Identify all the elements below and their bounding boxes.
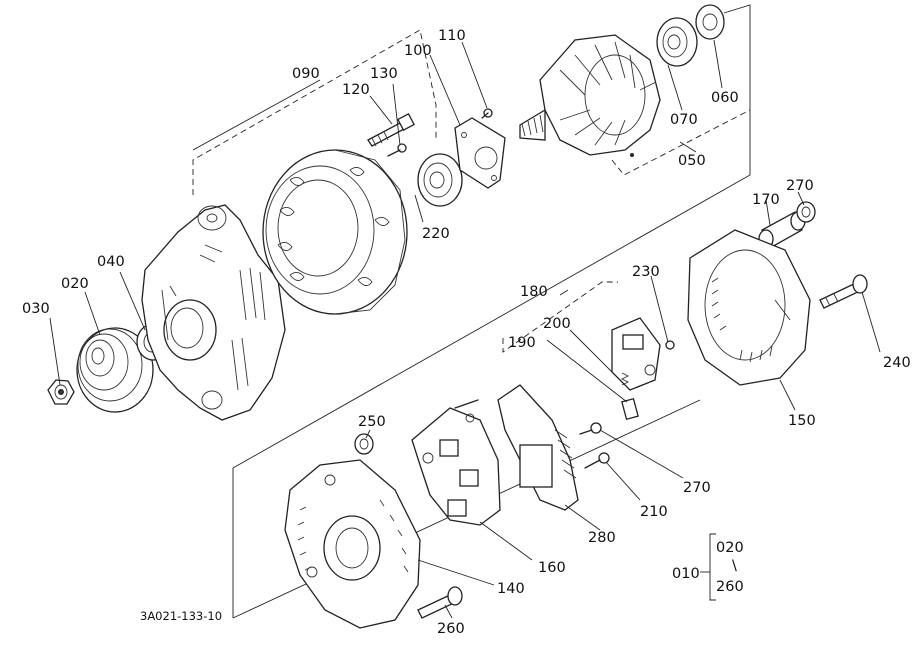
callout-190: 190 (508, 335, 536, 351)
rectifier-160 (411, 399, 501, 526)
callout-labels: 010 020 030 040 050 060 070 090 100 110 … (22, 28, 911, 637)
stator (262, 149, 408, 315)
callout-040: 040 (97, 254, 125, 270)
bearing-070 (656, 17, 698, 67)
callout-210: 210 (640, 504, 668, 520)
callout-110: 110 (438, 28, 466, 44)
nut-030 (47, 379, 75, 405)
callout-160: 160 (538, 560, 566, 576)
callout-270-lower: 270 (683, 480, 711, 496)
callout-100: 100 (404, 43, 432, 59)
callout-250: 250 (358, 414, 386, 430)
callout-130: 130 (370, 66, 398, 82)
screw-210 (584, 452, 610, 469)
callout-140: 140 (497, 581, 525, 597)
pulley-020 (76, 327, 154, 413)
callout-150: 150 (788, 413, 816, 429)
callout-020: 020 (61, 276, 89, 292)
stud-bolt-120 (367, 113, 415, 147)
callout-260: 260 (437, 621, 465, 637)
callout-270-upper: 270 (786, 178, 814, 194)
screw-130 (387, 143, 407, 157)
bearing-220 (417, 153, 463, 207)
screw-270-lower (579, 422, 602, 435)
brush-190 (621, 397, 639, 421)
callout-070: 070 (670, 112, 698, 128)
rotor-050 (519, 34, 661, 157)
callout-030: 030 (22, 301, 50, 317)
assembly-note-to: 260 (716, 579, 744, 595)
brush-holder-280 (497, 384, 579, 511)
brush-spring-200 (620, 372, 630, 386)
screw-110 (481, 108, 493, 119)
assembly-note-from: 020 (716, 540, 744, 556)
callout-090: 090 (292, 66, 320, 82)
assembly-note-separator: \ (732, 558, 737, 574)
bolt-240 (819, 274, 868, 309)
callout-180: 180 (520, 284, 548, 300)
callout-230: 230 (632, 264, 660, 280)
assembly-note: 020 \ 260 (700, 533, 744, 601)
callout-240: 240 (883, 355, 911, 371)
callout-200: 200 (543, 316, 571, 332)
callout-060: 060 (711, 90, 739, 106)
callout-010: 010 (672, 566, 700, 582)
callout-280: 280 (588, 530, 616, 546)
nut-270-upper (796, 201, 816, 223)
front-housing (141, 204, 286, 421)
callout-170: 170 (752, 192, 780, 208)
rear-cover-150 (687, 229, 811, 386)
washer-060 (695, 4, 725, 40)
figure-id: 3A021-133-10 (140, 609, 222, 623)
callout-050: 050 (678, 153, 706, 169)
nut-250 (354, 433, 374, 455)
bolt-260 (417, 586, 463, 619)
retainer-plate-100 (454, 117, 506, 189)
leader-lines (49, 39, 881, 619)
callout-220: 220 (422, 226, 450, 242)
screw-230-small (665, 340, 675, 350)
callout-120: 120 (342, 82, 370, 98)
rear-housing-140 (284, 459, 421, 629)
